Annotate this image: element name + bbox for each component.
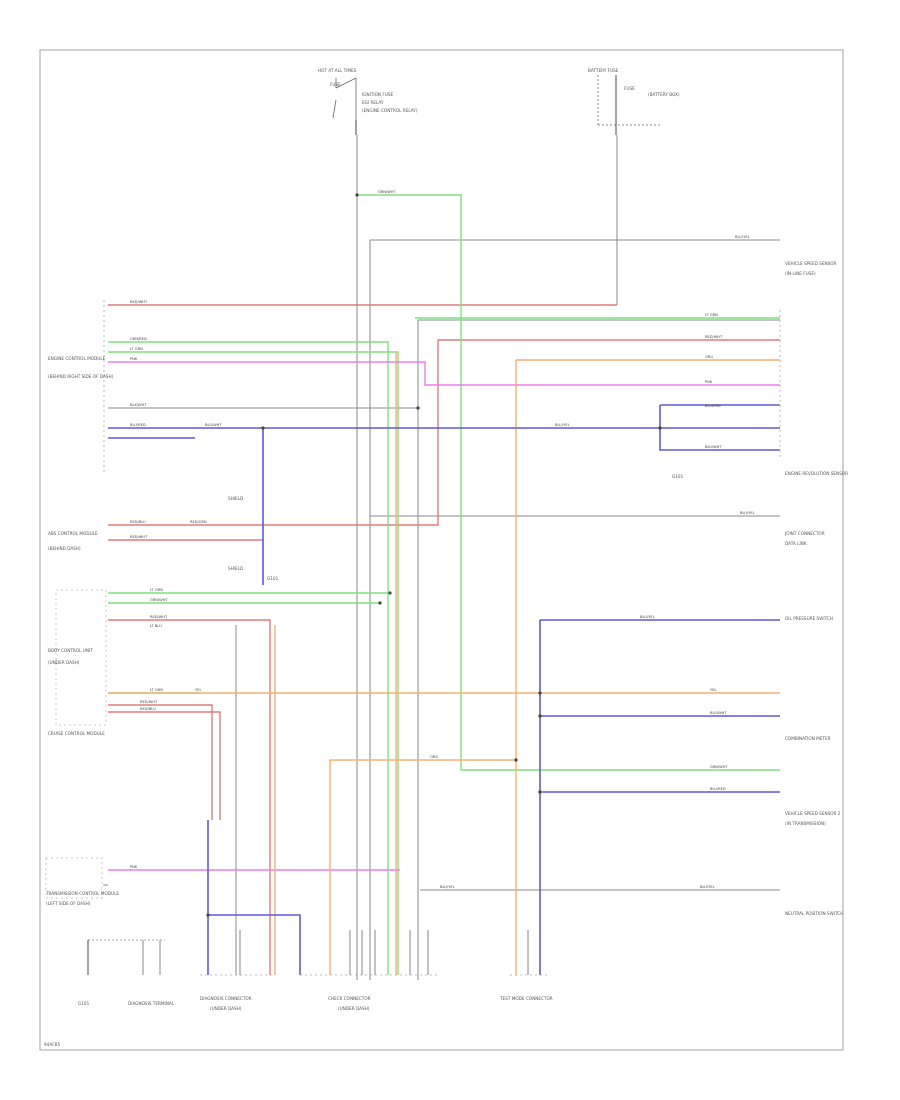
gray-wires bbox=[103, 135, 780, 980]
wire-label-grn: GRN/WHT bbox=[378, 190, 396, 194]
oil-pressure-label: OIL PRESSURE SWITCH bbox=[785, 616, 833, 621]
ecm-label: ENGINE CONTROL MODULE bbox=[48, 356, 106, 361]
wire-label-grnwht-bcu: GRN/WHT bbox=[150, 598, 168, 602]
check-connector-label: CHECK CONNECTOR bbox=[328, 996, 371, 1001]
shield-label-1: SHIELD bbox=[228, 496, 243, 501]
wire-label-bluwht-right: BLU/WHT bbox=[705, 445, 722, 449]
wire-label-yel-right: YEL bbox=[710, 688, 716, 692]
test-mode-label: TEST MODE CONNECTOR bbox=[499, 996, 553, 1001]
vss-top-label: VEHICLE SPEED SENSOR bbox=[785, 261, 837, 266]
ignition-fuse-note: (ENGINE CONTROL RELAY) bbox=[362, 108, 418, 113]
switch-icon bbox=[335, 77, 357, 89]
battery-fuse-block: BATTERY FUSE FUSE (BATTERY BOX) bbox=[588, 68, 680, 135]
wire-label-ltblu: LT BLU bbox=[150, 624, 162, 628]
junction-dots bbox=[206, 193, 662, 917]
wire-label-red-bcu: RED/WHT bbox=[150, 615, 168, 619]
abs-label: ABS CONTROL MODULE bbox=[48, 531, 98, 536]
wire-label-bluyel-mid: BLU/YEL bbox=[555, 423, 570, 427]
combination-meter-label: COMBINATION METER bbox=[785, 736, 831, 741]
wire-label-redwht-right: RED/WHT bbox=[705, 335, 723, 339]
wire-label-pnk-right: PNK bbox=[705, 380, 713, 384]
wire-label-redblu: RED/BLU bbox=[130, 520, 146, 524]
wire-label-bluyel: BLU/YEL bbox=[735, 235, 750, 239]
neutral-switch-label: NEUTRAL POSITION SWITCH bbox=[785, 911, 843, 916]
red-wires bbox=[108, 304, 780, 975]
wire-labels: RED/WHT GRN/WHT BLU/YEL GRN/RED LT GRN P… bbox=[130, 190, 755, 889]
right-labels: VEHICLE SPEED SENSOR (IN-LINE FUSE) ENGI… bbox=[779, 261, 848, 916]
connector-verticals bbox=[239, 930, 529, 975]
bottom-connectors: DIAGNOSIS CONNECTOR (UNDER DASH) CHECK C… bbox=[200, 974, 553, 1011]
shield-label-2: SHIELD bbox=[228, 566, 243, 571]
wire-label-bluwht: BLU/WHT bbox=[205, 423, 222, 427]
joint-connector-label: JOINT CONNECTOR bbox=[784, 531, 825, 536]
wire-label-grnred: GRN/RED bbox=[130, 337, 147, 341]
wire-label-ltgrn-tcm: LT GRN bbox=[150, 688, 163, 692]
footer-id: 94AFB5 bbox=[44, 1042, 60, 1047]
wire-label-bluyel-oil: BLU/YEL bbox=[640, 615, 655, 619]
ignition-fuse-block: HOT AT ALL TIMES FUSE IGNITION FUSE EGI … bbox=[318, 68, 418, 135]
abs-control-module: ABS CONTROL MODULE (BEHIND DASH) bbox=[48, 531, 98, 551]
ecm-sub: (BEHIND RIGHT SIDE OF DASH) bbox=[48, 374, 114, 379]
battery-fuse-sub: FUSE bbox=[624, 86, 635, 91]
ignition-fuse-label: HOT AT ALL TIMES bbox=[318, 68, 357, 73]
battery-fuse-label: BATTERY FUSE bbox=[588, 68, 619, 73]
wire-label-red: RED/WHT bbox=[130, 300, 148, 304]
ground-label: G101 bbox=[78, 1001, 90, 1006]
orange-wires bbox=[108, 352, 780, 975]
wire-label-bluyel-r2: BLU/YEL bbox=[740, 511, 755, 515]
data-link-label: DATA LINK bbox=[785, 541, 807, 546]
tcm-sub: (LEFT SIDE OF DASH) bbox=[46, 901, 91, 906]
engine-control-module: ENGINE CONTROL MODULE (BEHIND RIGHT SIDE… bbox=[48, 300, 114, 475]
wire-label-yel: YEL bbox=[195, 688, 201, 692]
wire-label-org-mid: ORG bbox=[430, 755, 438, 759]
g101-right-label: G101 bbox=[672, 474, 684, 479]
blue-wires bbox=[108, 404, 780, 975]
ignition-fuse-sub: EGI RELAY bbox=[362, 100, 384, 105]
rev-sensor-label: ENGINE REVOLUTION SENSOR bbox=[785, 471, 848, 476]
body-control-label: BODY CONTROL UNIT bbox=[48, 648, 93, 653]
wire-label-bluyel-bottom-right: BLU/YEL bbox=[700, 885, 715, 889]
wire-label-blkwht: BLK/WHT bbox=[130, 403, 147, 407]
body-control-sub: (UNDER DASH) bbox=[48, 660, 80, 665]
wire-label-pnk: PNK bbox=[130, 357, 138, 361]
transmission-control-module: TRANSMISSION CONTROL MODULE (LEFT SIDE O… bbox=[45, 857, 175, 1006]
wire-label-pnk-tcm: PNK bbox=[130, 865, 138, 869]
check-connector-sub: (UNDER DASH) bbox=[338, 1006, 370, 1011]
vss-top-sub: (IN-LINE FUSE) bbox=[785, 271, 816, 276]
wire-label-ltgrn-bcu: LT GRN bbox=[150, 588, 163, 592]
cruise-control-label: CRUISE CONTROL MODULE bbox=[48, 731, 105, 736]
vss2-label: VEHICLE SPEED SENSOR 2 bbox=[785, 811, 841, 816]
diagnosis-connector-sub: (UNDER DASH) bbox=[210, 1006, 242, 1011]
diagnosis-terminal-label: DIAGNOSIS TERMINAL bbox=[128, 1001, 175, 1006]
wire-label-grnwht-cm: GRN/WHT bbox=[710, 765, 728, 769]
mid-labels: SHIELD SHIELD G101 G101 bbox=[228, 474, 684, 581]
wire-label-red-tcm: RED/WHT bbox=[140, 700, 158, 704]
wire-label-ltgrn-right: LT GRN bbox=[705, 313, 718, 317]
wire-label-org-right: ORG bbox=[705, 355, 713, 359]
wire-label-bluwht-cm: BLU/WHT bbox=[710, 711, 727, 715]
tcm-label: TRANSMISSION CONTROL MODULE bbox=[45, 891, 119, 896]
wire-label-bluyel-bottom: BLU/YEL bbox=[440, 885, 455, 889]
wire-label-blured-vss: BLU/RED bbox=[710, 787, 726, 791]
wire-label-redblu-tcm: RED/BLU bbox=[140, 707, 156, 711]
abs-sub: (BEHIND DASH) bbox=[48, 546, 81, 551]
battery-fuse-note: (BATTERY BOX) bbox=[648, 92, 680, 97]
wire-label-redgrn: RED/GRN bbox=[190, 520, 207, 524]
pink-wires bbox=[108, 361, 780, 871]
diagram-frame bbox=[39, 49, 844, 1051]
diagnosis-connector-label: DIAGNOSIS CONNECTOR bbox=[200, 996, 252, 1001]
vss2-sub: (IN TRANSMISSION) bbox=[785, 821, 826, 826]
wire-label-blured-right: BLU/RED bbox=[705, 404, 721, 408]
wire-label-ltgrn: LT GRN bbox=[130, 347, 143, 351]
wire-label-redwht2: RED/WHT bbox=[130, 535, 148, 539]
g101-label: G101 bbox=[267, 576, 279, 581]
wire-label-blured: BLU/RED bbox=[130, 423, 146, 427]
fuse-label: FUSE bbox=[330, 82, 341, 87]
ignition-fuse-name: IGNITION FUSE bbox=[362, 92, 394, 97]
body-control-unit: BODY CONTROL UNIT (UNDER DASH) CRUISE CO… bbox=[48, 589, 107, 736]
